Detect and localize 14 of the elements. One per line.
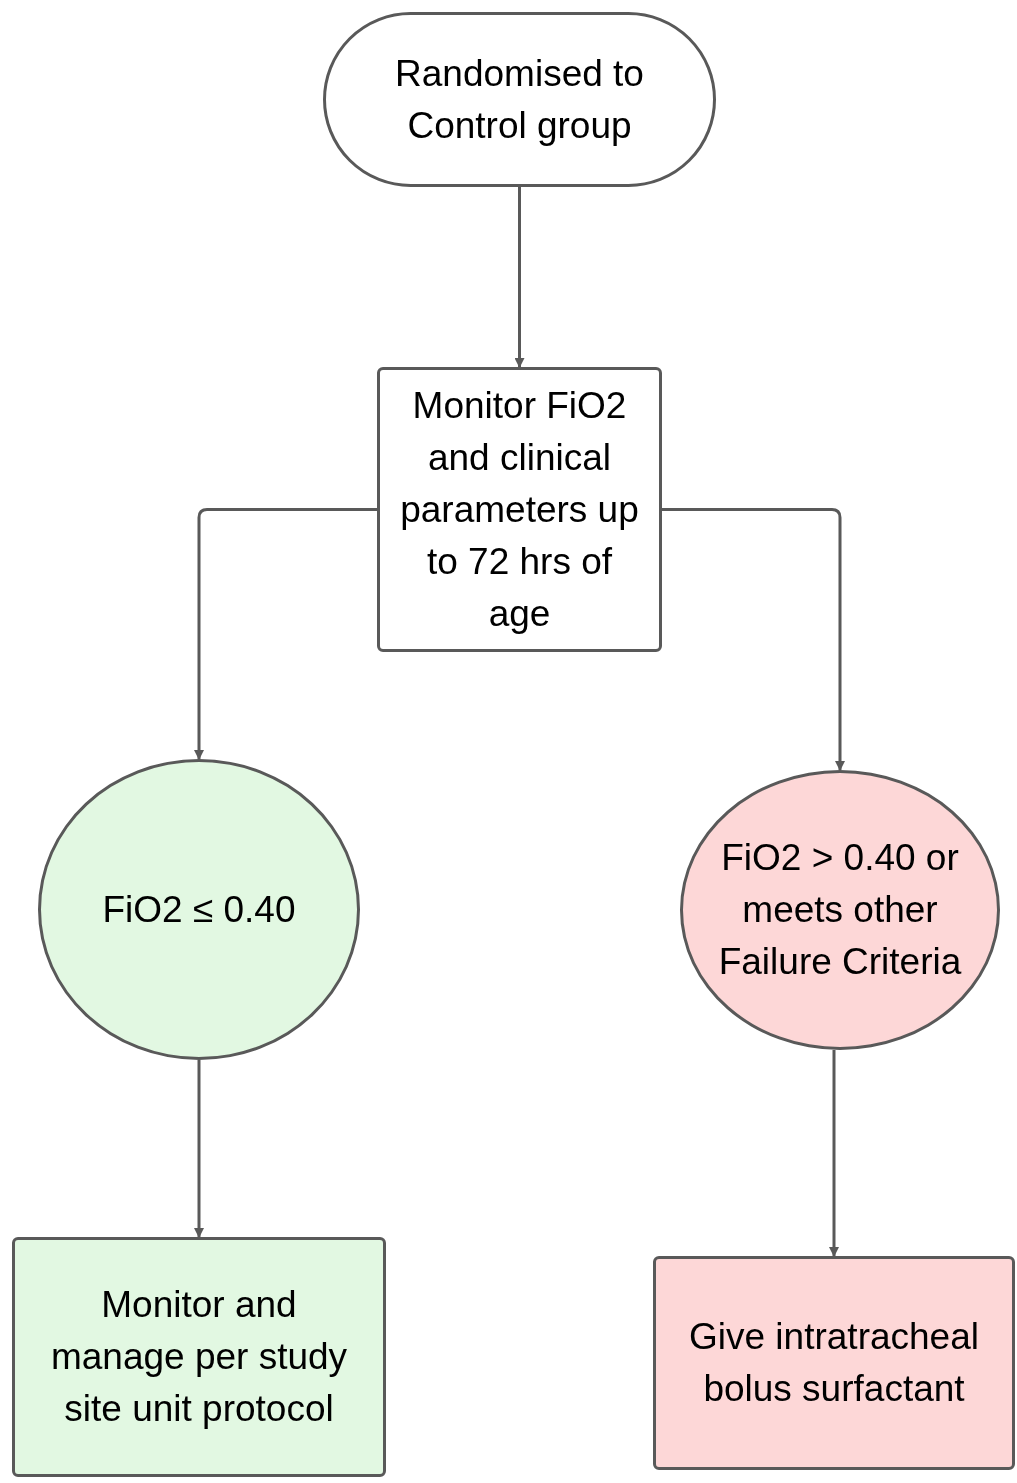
node-label: FiO2 ≤ 0.40 bbox=[102, 887, 296, 932]
arrow bbox=[194, 1060, 204, 1238]
arrow bbox=[194, 508, 377, 760]
arrow bbox=[829, 1050, 839, 1257]
node-label: Monitor and manage per study site unit protocol bbox=[49, 1283, 349, 1431]
node-label: Give intratracheal bolus surfactant bbox=[688, 1315, 980, 1411]
process-box bbox=[377, 367, 662, 652]
node-label: Monitor FiO2 and clinical parameters up to 72 hrs of age bbox=[399, 383, 640, 636]
arrow bbox=[662, 508, 845, 771]
process-box bbox=[653, 1256, 1015, 1470]
process-box bbox=[12, 1237, 386, 1477]
arrow bbox=[514, 187, 525, 368]
node-label: FiO2 > 0.40 or meets other Failure Criteria bbox=[717, 836, 963, 984]
node-label: Randomised to Control group bbox=[394, 51, 645, 148]
